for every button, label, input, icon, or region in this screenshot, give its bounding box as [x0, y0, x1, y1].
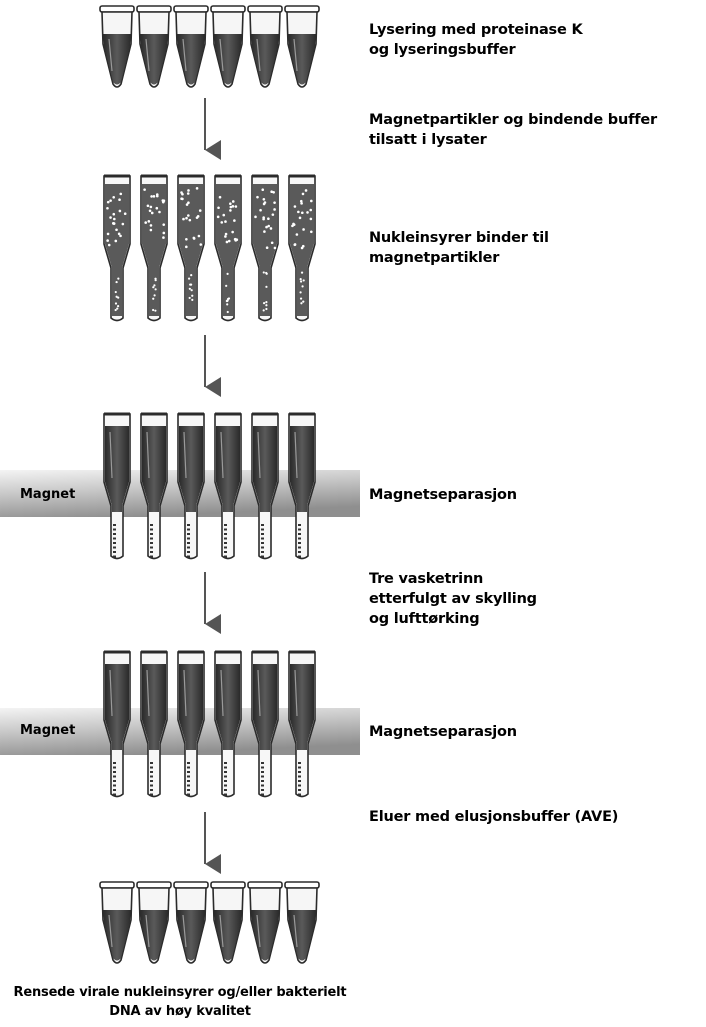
step-label-separation-1: Magnetseparasjon — [369, 485, 517, 505]
microtube-icon — [100, 882, 134, 963]
deep-well-tube-icon — [215, 652, 241, 797]
step-label-lysis: Lysering med proteinase K og lyseringsbu… — [369, 20, 583, 60]
step-label-binding: Nukleinsyrer binder til magnetpartikler — [369, 228, 549, 268]
step-label-add-particles: Magnetpartikler og bindende buffer tilsa… — [369, 110, 657, 150]
deep-well-tube-icon — [215, 414, 241, 559]
magnet-label: Magnet — [20, 487, 75, 502]
elution-tubes-row — [100, 882, 319, 963]
deep-well-tube-icon — [252, 652, 278, 797]
microtube-icon — [100, 6, 134, 87]
microtube-icon — [174, 882, 208, 963]
deep-well-tube-icon — [178, 176, 204, 321]
microtube-icon — [248, 882, 282, 963]
binding-tubes-row — [104, 176, 315, 321]
deep-well-tube-icon — [252, 414, 278, 559]
magnet-label: Magnet — [20, 723, 75, 738]
deep-well-tube-icon — [141, 414, 167, 559]
deep-well-tube-icon — [141, 176, 167, 321]
deep-well-tube-icon — [104, 176, 130, 321]
deep-well-tube-icon — [252, 176, 278, 321]
microtube-icon — [285, 6, 319, 87]
deep-well-tube-icon — [178, 414, 204, 559]
deep-well-tube-icon — [104, 652, 130, 797]
step-label-washing: Tre vasketrinn etterfulgt av skylling og… — [369, 569, 537, 629]
microtube-icon — [137, 882, 171, 963]
microtube-icon — [174, 6, 208, 87]
step-label-separation-2: Magnetseparasjon — [369, 722, 517, 742]
step-label-elution: Eluer med elusjonsbuffer (AVE) — [369, 807, 618, 827]
deep-well-tube-icon — [289, 176, 315, 321]
deep-well-tube-icon — [104, 414, 130, 559]
lysis-tubes-row — [100, 6, 319, 87]
microtube-icon — [285, 882, 319, 963]
deep-well-tube-icon — [289, 652, 315, 797]
microtube-icon — [248, 6, 282, 87]
microtube-icon — [211, 6, 245, 87]
final-caption: Rensede virale nukleinsyrer og/eller bak… — [0, 983, 360, 1021]
microtube-icon — [137, 6, 171, 87]
deep-well-tube-icon — [215, 176, 241, 321]
deep-well-tube-icon — [289, 414, 315, 559]
deep-well-tube-icon — [141, 652, 167, 797]
deep-well-tube-icon — [178, 652, 204, 797]
microtube-icon — [211, 882, 245, 963]
